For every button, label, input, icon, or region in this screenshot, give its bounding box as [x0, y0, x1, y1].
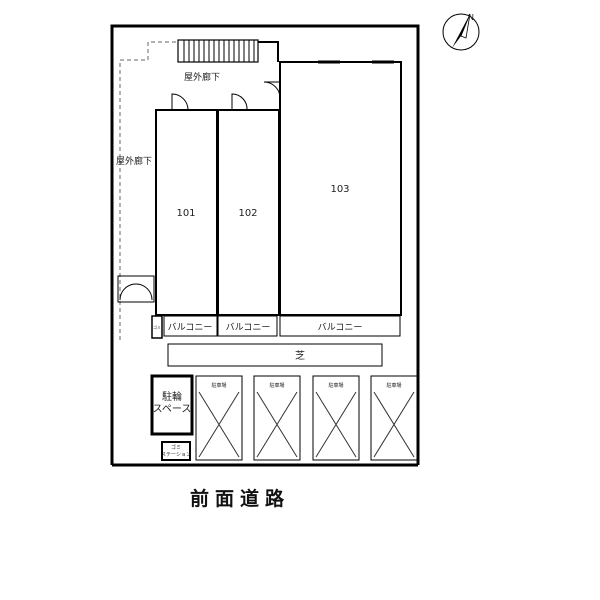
corridor-label-left: 屋外廊下 [116, 155, 152, 167]
balcony-102 [217, 315, 278, 337]
parking-space: 駐車場 [195, 375, 243, 461]
door-101[interactable] [171, 93, 189, 111]
corridor-wall [258, 41, 279, 62]
parking-space-label: 駐車場 [386, 382, 401, 389]
station-box [161, 441, 191, 461]
unit-103-label: 103 [330, 184, 349, 195]
road-label: 前面道路 [190, 487, 290, 510]
parking-space: 駐車場 [312, 375, 360, 461]
unit-102 [217, 109, 280, 316]
door-102[interactable] [231, 93, 248, 111]
balcony-103 [279, 315, 401, 337]
door-103[interactable] [263, 81, 281, 99]
entrance-door[interactable] [117, 275, 155, 303]
parking-space: 駐車場 [370, 375, 418, 461]
balcony-103-label: バルコニー [318, 322, 363, 333]
unit-103 [279, 61, 402, 316]
unit-101 [155, 109, 218, 316]
balcony-102-label: バルコニー [226, 322, 271, 333]
north-label: N [468, 13, 474, 22]
bike-parking [150, 374, 194, 436]
parking-space-label: 駐車場 [211, 382, 226, 389]
lawn-strip [167, 343, 383, 367]
corridor-label-top: 屋外廊下 [184, 71, 220, 83]
north-arrow-icon: N [442, 13, 480, 51]
parking-space-label: 駐車場 [269, 382, 284, 389]
utility-box [151, 315, 163, 339]
bike-parking-line1: 駐輪 [162, 390, 182, 403]
bike-parking-line2: スペース [153, 404, 192, 415]
station-box-line1: ゴミ [171, 444, 181, 451]
parking-space-label: 駐車場 [328, 382, 343, 389]
balcony-101-label: バルコニー [168, 322, 213, 333]
lawn-label: 芝 [295, 349, 305, 362]
unit-102-label: 102 [238, 208, 257, 219]
walkway-dashed [119, 41, 178, 340]
staircase [177, 39, 259, 63]
parking-space: 駐車場 [253, 375, 301, 461]
parking-spaces: 駐車場 駐車場 駐車場 駐車場 [195, 375, 418, 461]
balcony-101 [163, 315, 218, 337]
utility-box-label: ゴミ [153, 324, 161, 330]
site-boundary [110, 24, 420, 465]
station-box-line2: ステーション [161, 452, 191, 458]
unit-101-label: 101 [176, 208, 195, 219]
